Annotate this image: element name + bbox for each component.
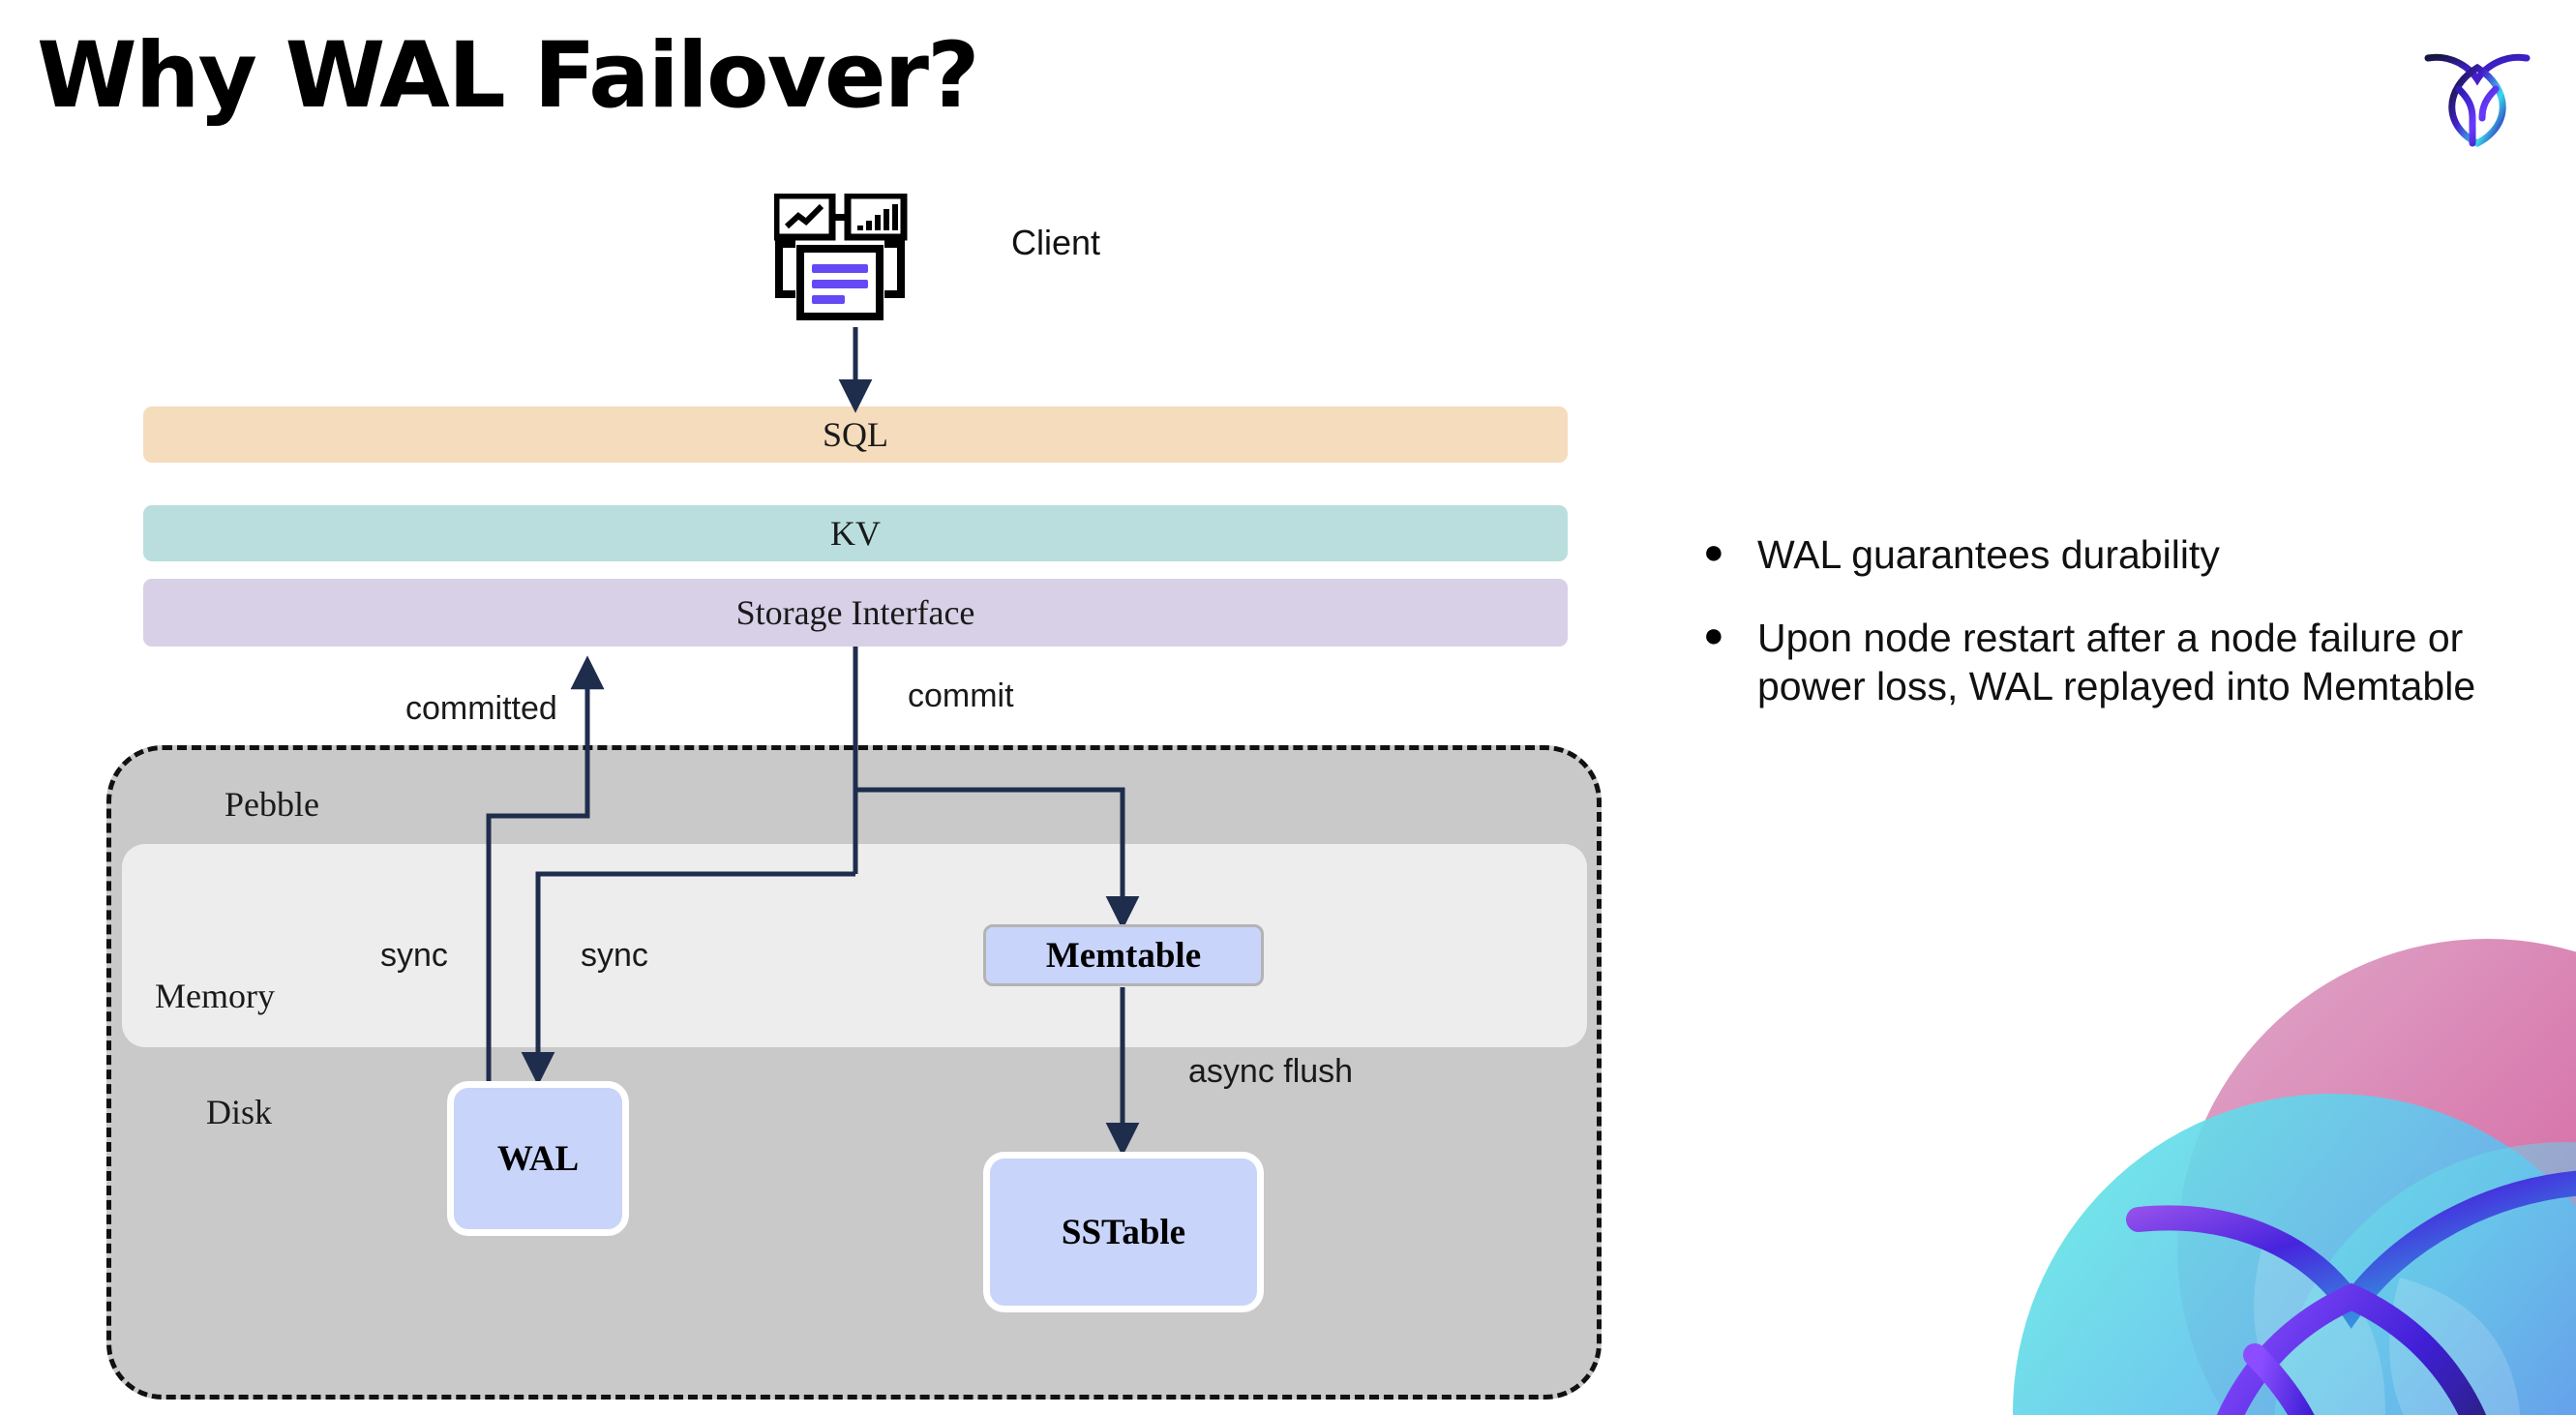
- bullet-marker-icon: ●: [1703, 531, 1724, 571]
- memory-zone: [122, 844, 1587, 1047]
- layer-bar-storage-label: Storage Interface: [735, 593, 975, 632]
- client-dashboard-icon: [772, 192, 929, 329]
- node-sstable-label: SSTable: [1061, 1212, 1186, 1252]
- client-label: Client: [1011, 223, 1101, 262]
- disk-label: Disk: [206, 1093, 273, 1131]
- edge-label-commit: commit: [908, 677, 1014, 714]
- edge-label-async-flush: async flush: [1188, 1053, 1354, 1090]
- layer-bar-sql: SQL: [143, 406, 1568, 463]
- pebble-label: Pebble: [225, 785, 319, 824]
- layer-bar-sql-label: SQL: [822, 415, 888, 454]
- layer-bar-storage-interface: Storage Interface: [143, 579, 1568, 647]
- edge-label-committed: committed: [405, 690, 557, 727]
- node-wal-label: WAL: [496, 1138, 580, 1179]
- decorative-logo-artwork: [1945, 929, 2576, 1415]
- layer-bar-kv-label: KV: [830, 514, 881, 553]
- node-memtable: Memtable: [983, 924, 1264, 986]
- list-item: ● WAL guarantees durability: [1703, 530, 2506, 579]
- edge-label-sync-1: sync: [380, 937, 448, 974]
- layer-bar-kv: KV: [143, 505, 1568, 561]
- bullet-list: ● WAL guarantees durability ● Upon node …: [1703, 530, 2506, 745]
- cockroachdb-logo: [2414, 29, 2540, 150]
- memory-label: Memory: [155, 977, 275, 1015]
- bullet-text: WAL guarantees durability: [1757, 532, 2220, 577]
- list-item: ● Upon node restart after a node failure…: [1703, 614, 2506, 710]
- bullet-marker-icon: ●: [1703, 615, 1724, 655]
- node-memtable-label: Memtable: [1045, 935, 1202, 976]
- edge-label-sync-2: sync: [581, 937, 648, 974]
- node-sstable: SSTable: [983, 1152, 1264, 1312]
- page-title: Why WAL Failover?: [37, 23, 980, 129]
- node-wal: WAL: [447, 1081, 629, 1236]
- bullet-text: Upon node restart after a node failure o…: [1757, 616, 2476, 709]
